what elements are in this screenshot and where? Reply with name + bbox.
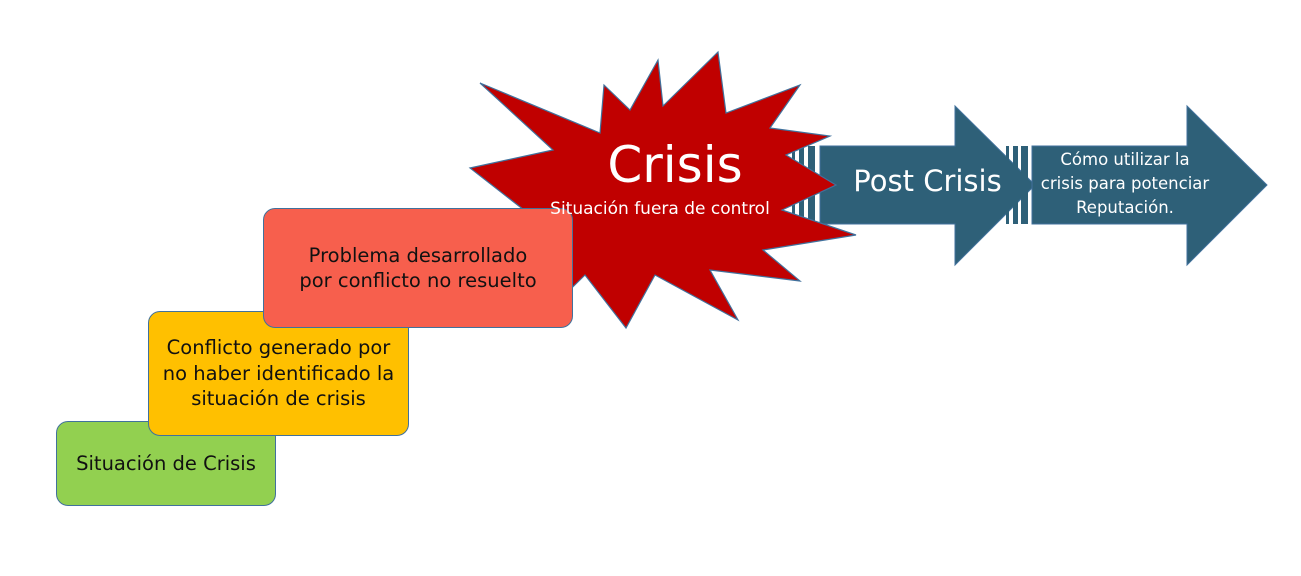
step-text-line: Situación de Crisis	[76, 451, 256, 475]
step-text-line: situación de crisis	[191, 387, 366, 411]
crisis-subtitle: Situación fuera de control	[550, 199, 770, 219]
post-crisis-arrow-body	[819, 104, 1036, 267]
reputation-text-line: crisis para potenciar	[1040, 173, 1210, 193]
reputation-arrow-body	[1031, 104, 1268, 267]
step-text-line: no haber identificado la	[162, 361, 395, 385]
reputation-text-line: Cómo utilizar la	[1060, 150, 1190, 169]
reputation-arrow	[1006, 104, 1268, 267]
step-text-line: Problema desarrollado	[308, 243, 528, 267]
step-text-line: Conflicto generado por	[166, 336, 391, 360]
post-crisis-label: Post Crisis	[853, 164, 1002, 198]
arrow-stripe	[1013, 146, 1018, 224]
step-text-line: por conflicto no resuelto	[299, 269, 537, 292]
step-problema-desarrollado: Problema desarrollado por conflicto no r…	[263, 208, 573, 328]
step-conflicto-generado: Conflicto generado por no haber identifi…	[148, 311, 409, 436]
arrow-stripe	[1021, 146, 1028, 224]
reputation-text: Cómo utilizar la crisis para potenciar R…	[1030, 148, 1220, 220]
crisis-title: Crisis	[607, 136, 743, 194]
reputation-text-line: Reputación.	[1076, 197, 1174, 217]
arrow-stripe	[1006, 146, 1009, 224]
